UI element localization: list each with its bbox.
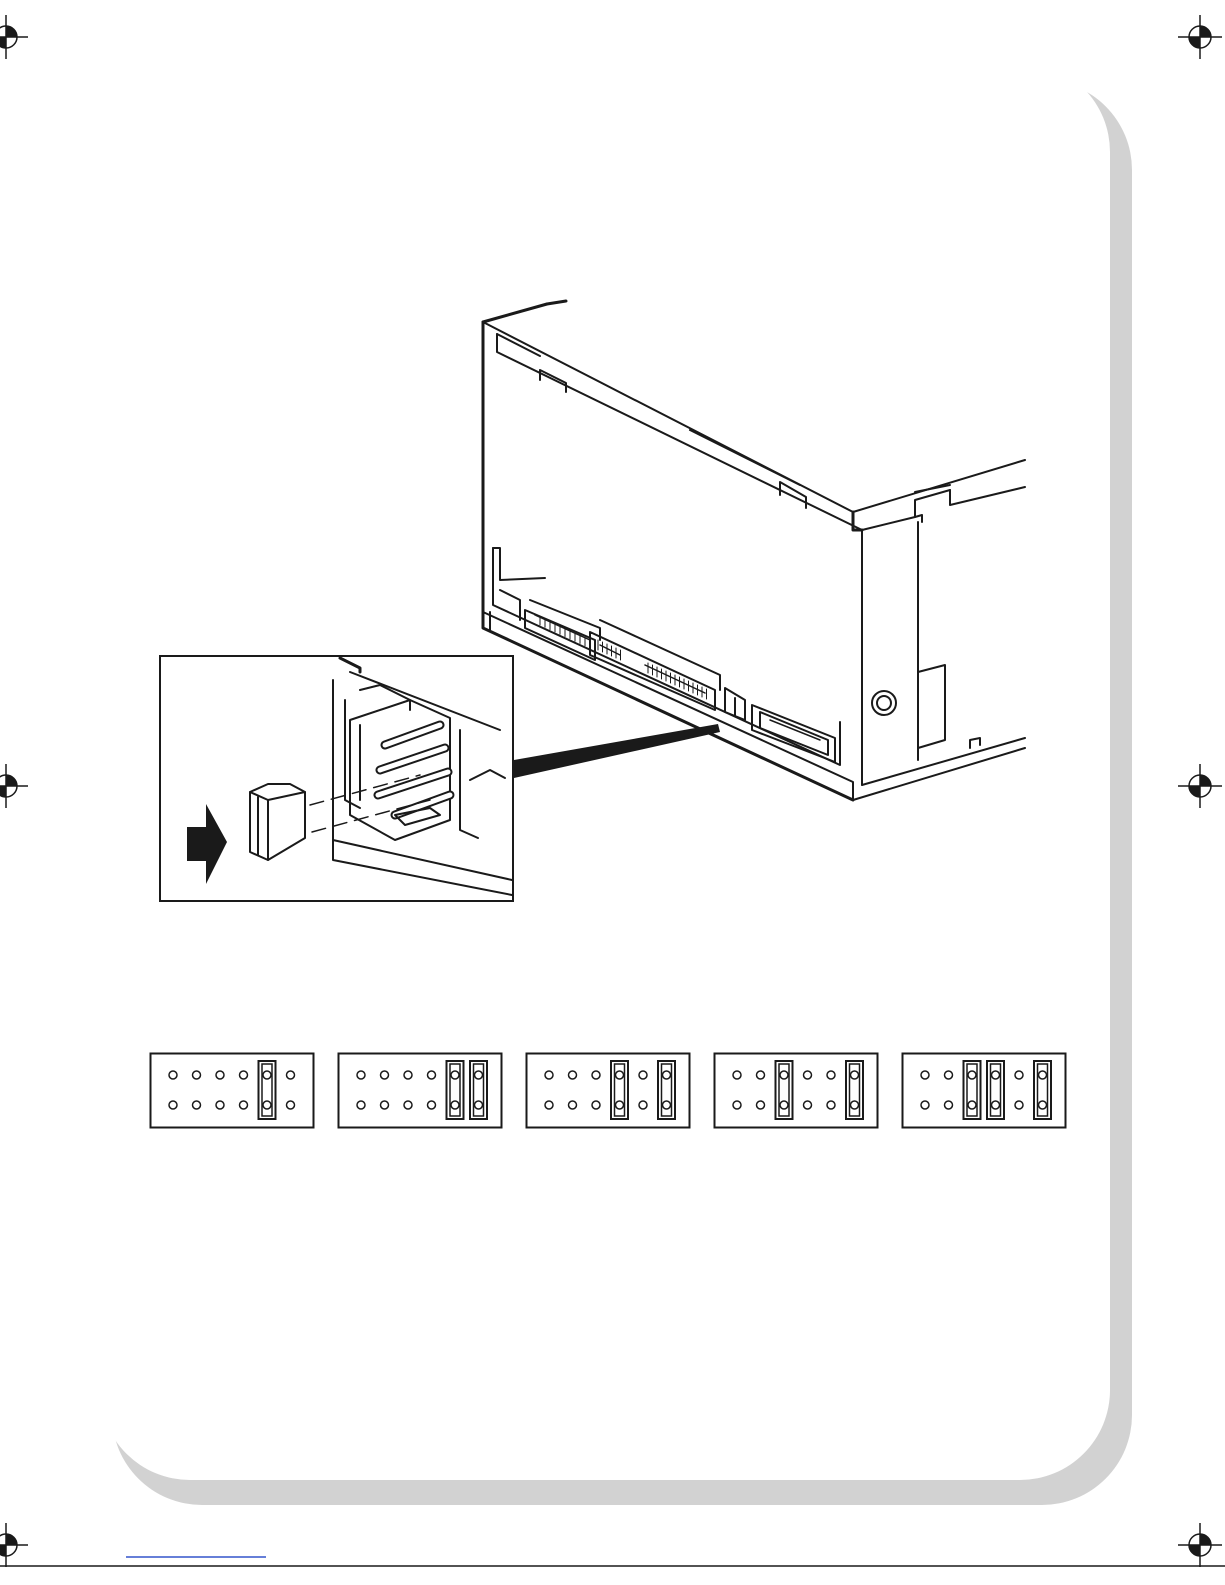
header-pin bbox=[287, 1101, 295, 1109]
header-pin bbox=[357, 1071, 365, 1079]
header-pin bbox=[193, 1071, 201, 1079]
registration-mark-icon bbox=[0, 15, 28, 59]
header-pin bbox=[616, 1071, 624, 1079]
header-pin bbox=[992, 1071, 1000, 1079]
jumper-settings bbox=[151, 1054, 1066, 1128]
header-pin bbox=[428, 1101, 436, 1109]
header-pin bbox=[240, 1071, 248, 1079]
header-pin bbox=[475, 1101, 483, 1109]
registration-mark-icon bbox=[1178, 764, 1222, 808]
jumper-diagram bbox=[527, 1054, 690, 1128]
header-pin bbox=[1039, 1101, 1047, 1109]
header-pin bbox=[992, 1101, 1000, 1109]
header-pin bbox=[263, 1071, 271, 1079]
header-pin bbox=[216, 1101, 224, 1109]
header-pin bbox=[545, 1101, 553, 1109]
header-pin bbox=[1039, 1071, 1047, 1079]
registration-mark-icon bbox=[0, 1523, 28, 1567]
header-pin bbox=[287, 1071, 295, 1079]
header-pin bbox=[592, 1101, 600, 1109]
header-pin bbox=[663, 1101, 671, 1109]
header-pin bbox=[757, 1101, 765, 1109]
header-pin bbox=[569, 1071, 577, 1079]
header-pin bbox=[428, 1071, 436, 1079]
header-pin bbox=[1015, 1071, 1023, 1079]
jumper-cap bbox=[846, 1061, 863, 1119]
header-pin bbox=[357, 1101, 365, 1109]
jumper-cap bbox=[470, 1061, 487, 1119]
jumper-cap bbox=[964, 1061, 981, 1119]
header-pin bbox=[451, 1071, 459, 1079]
header-pin bbox=[1015, 1101, 1023, 1109]
header-pin bbox=[827, 1071, 835, 1079]
jumper-diagram bbox=[151, 1054, 314, 1128]
header-pin bbox=[827, 1101, 835, 1109]
jumper-cap bbox=[776, 1061, 793, 1119]
header-pin bbox=[381, 1101, 389, 1109]
header-pin bbox=[945, 1101, 953, 1109]
header-pin bbox=[169, 1101, 177, 1109]
header-pin bbox=[968, 1071, 976, 1079]
header-pin bbox=[592, 1071, 600, 1079]
header-pin bbox=[381, 1071, 389, 1079]
page-footer bbox=[0, 1557, 1225, 1566]
header-pin bbox=[921, 1071, 929, 1079]
registration-mark-icon bbox=[1178, 15, 1222, 59]
jumper-cap bbox=[1034, 1061, 1051, 1119]
header-pin bbox=[639, 1101, 647, 1109]
inset-detail bbox=[160, 656, 513, 901]
registration-mark-icon bbox=[1178, 1523, 1222, 1567]
header-pin bbox=[545, 1071, 553, 1079]
header-pin bbox=[757, 1071, 765, 1079]
header-pin bbox=[616, 1101, 624, 1109]
header-pin bbox=[216, 1071, 224, 1079]
jumper-cap bbox=[987, 1061, 1004, 1119]
jumper-cap bbox=[259, 1061, 276, 1119]
header-pin bbox=[733, 1071, 741, 1079]
header-pin bbox=[851, 1071, 859, 1079]
jumper-diagram bbox=[715, 1054, 878, 1128]
header-pin bbox=[193, 1101, 201, 1109]
header-pin bbox=[851, 1101, 859, 1109]
jumper-diagram bbox=[903, 1054, 1066, 1128]
header-pin bbox=[169, 1071, 177, 1079]
header-pin bbox=[569, 1101, 577, 1109]
header-pin bbox=[804, 1071, 812, 1079]
header-pin bbox=[404, 1071, 412, 1079]
registration-mark-icon bbox=[0, 764, 28, 808]
header-pin bbox=[475, 1071, 483, 1079]
jumper-diagram bbox=[339, 1054, 502, 1128]
header-pin bbox=[263, 1101, 271, 1109]
jumper-cap bbox=[611, 1061, 628, 1119]
header-pin bbox=[240, 1101, 248, 1109]
header-pin bbox=[945, 1071, 953, 1079]
header-pin bbox=[451, 1101, 459, 1109]
header-pin bbox=[663, 1071, 671, 1079]
header-pin bbox=[733, 1101, 741, 1109]
header-pin bbox=[921, 1101, 929, 1109]
header-pin bbox=[780, 1101, 788, 1109]
header-pin bbox=[968, 1101, 976, 1109]
header-pin bbox=[404, 1101, 412, 1109]
header-pin bbox=[780, 1071, 788, 1079]
jumper-cap bbox=[447, 1061, 464, 1119]
jumper-cap bbox=[658, 1061, 675, 1119]
header-pin bbox=[804, 1101, 812, 1109]
header-pin bbox=[639, 1071, 647, 1079]
